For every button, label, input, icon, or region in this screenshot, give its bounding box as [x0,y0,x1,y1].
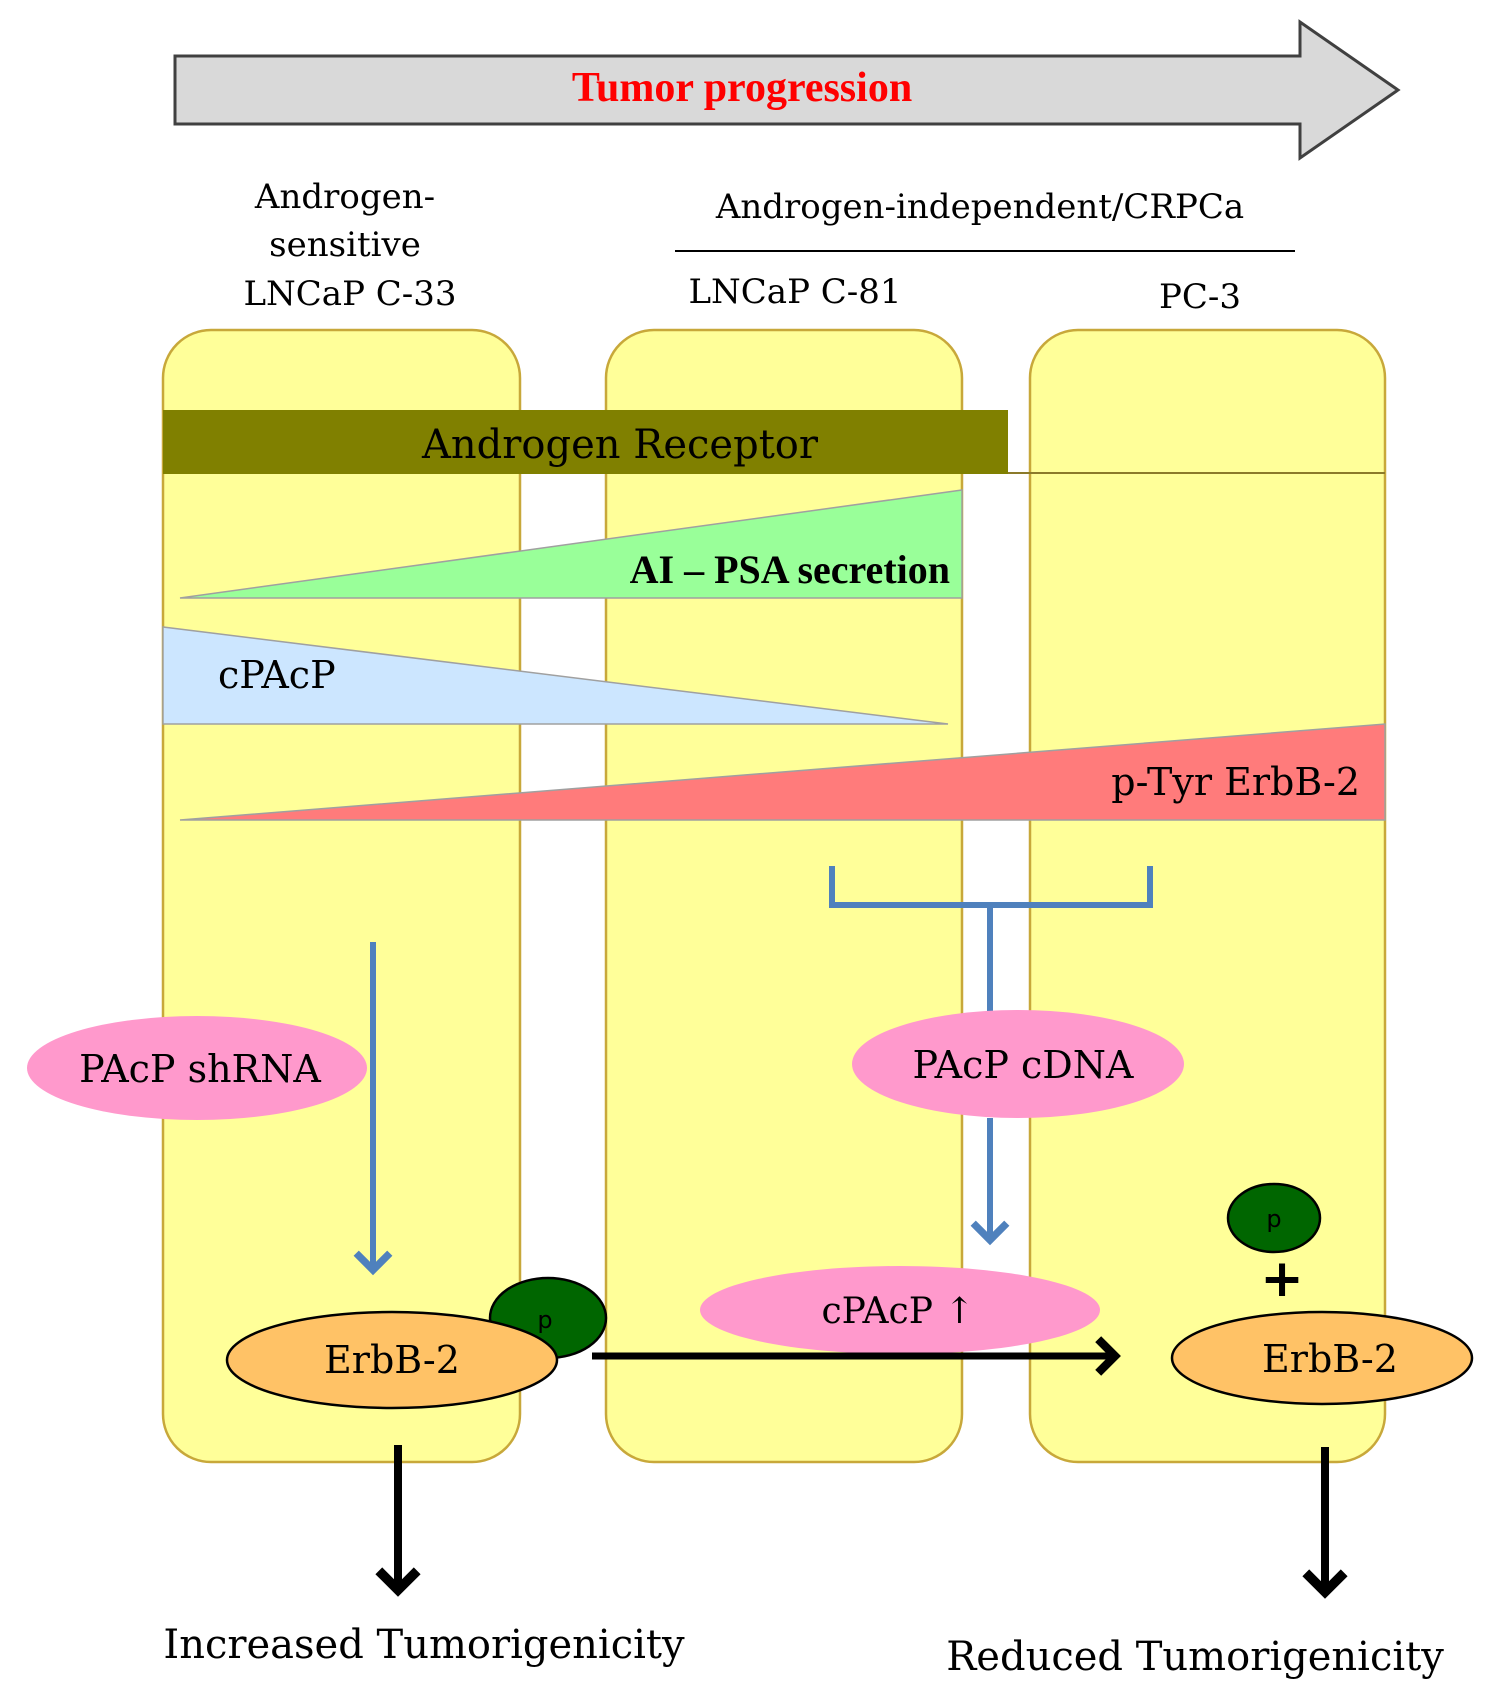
col2-header: LNCaP C-81 [688,272,901,312]
erbb2-oval-left [225,1310,559,1410]
phospho-label-right: p [1266,1205,1281,1233]
cpacp-up-label: cPAcP ↑ [821,1291,974,1332]
erbb2-oval-right [1170,1310,1474,1406]
outcome-right-label: Reduced Tumorigenicity [946,1634,1444,1680]
cpacp-label: cPAcP [218,653,336,697]
phospho-label-left: p [537,1306,552,1334]
col1-header-line2: sensitive [269,225,421,265]
plus-sign: + [1260,1249,1304,1309]
col1-header-line1: Androgen- [254,177,435,217]
erbb2-label-left: ErbB-2 [324,1338,460,1382]
cpacp-wedge [162,626,949,725]
panel-lncap-c81 [604,328,964,1464]
col1-header-line3: LNCaP C-33 [243,274,456,314]
tumor-progression-arrow: Tumor progression [173,19,1401,161]
col3-header: PC-3 [1159,277,1241,317]
pacp-shrna-label: PAcP shRNA [79,1047,321,1091]
pacp-cdna-label: PAcP cDNA [913,1043,1134,1087]
pacp-shrna-oval [27,1016,367,1120]
outcome-left-label: Increased Tumorigenicity [163,1622,685,1668]
panel-lncap-c33 [161,328,522,1464]
group-header: Androgen-independent/CRPCa [715,187,1244,227]
ptyr-erbb2-wedge [179,723,1386,821]
ptyr-erbb2-label: p-Tyr ErbB-2 [1111,760,1360,804]
cpacp-up-oval [700,1266,1100,1354]
androgen-receptor-label: Androgen Receptor [421,422,819,468]
pacp-cdna-oval [852,1010,1184,1118]
psa-secretion-wedge [179,489,963,599]
panel-pc3 [1028,328,1387,1464]
androgen-receptor-bar [163,410,1008,474]
psa-secretion-label: AI – PSA secretion [630,547,950,592]
phospho-circle-right [1226,1182,1322,1254]
erbb2-label-right: ErbB-2 [1262,1337,1398,1381]
banner-label: Tumor progression [572,65,912,111]
